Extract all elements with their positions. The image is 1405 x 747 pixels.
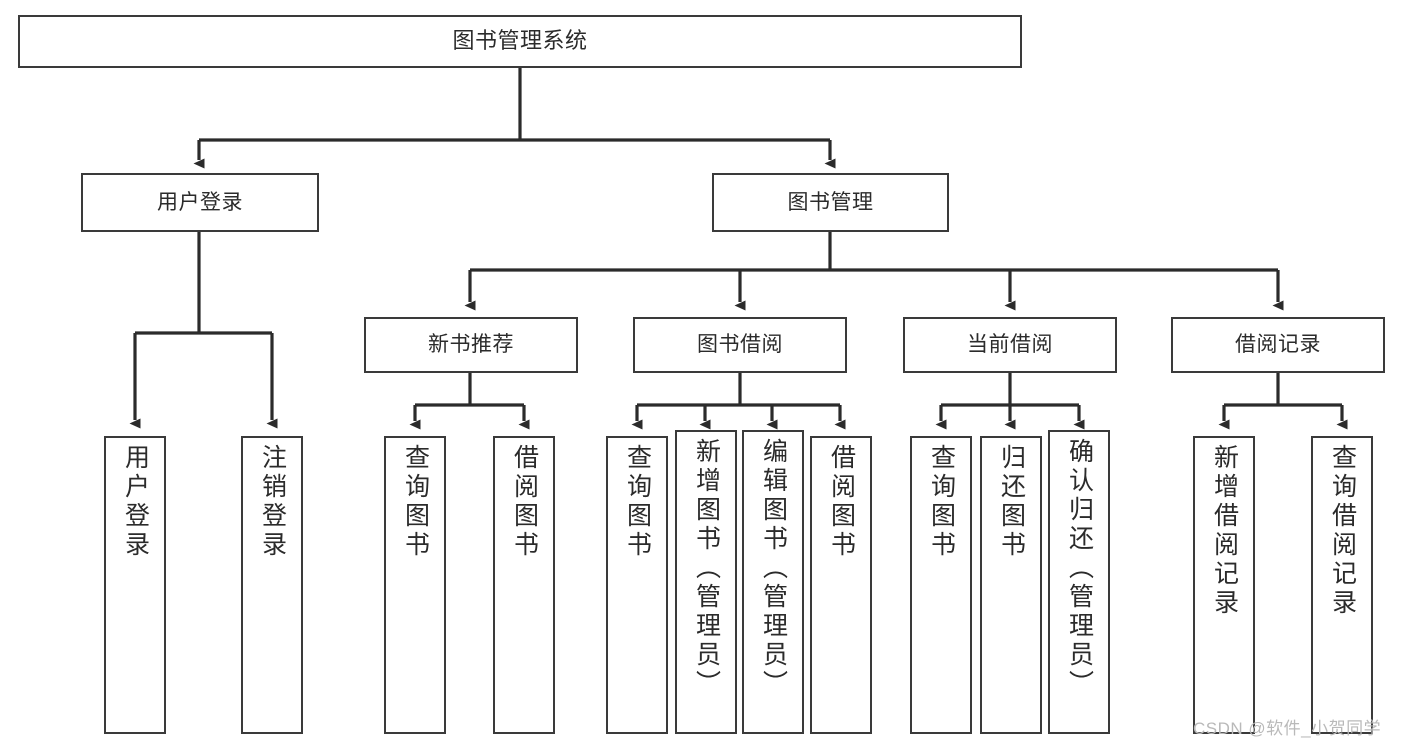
node-label: 编辑图书（管理员） (759, 438, 788, 699)
leaf-query-book-current[interactable]: 查询图书 (910, 436, 972, 734)
leaf-add-borrow-record[interactable]: 新增借阅记录 (1193, 436, 1255, 734)
leaf-user-login[interactable]: 用户登录 (104, 436, 166, 734)
node-label: 图书借阅 (697, 333, 783, 357)
node-label: 借阅记录 (1235, 333, 1321, 357)
node-label: 用户登录 (121, 444, 150, 560)
leaf-confirm-return-admin[interactable]: 确认归还（管理员） (1048, 430, 1110, 734)
node-root-book-management-system[interactable]: 图书管理系统 (18, 15, 1022, 68)
node-label: 图书管理系统 (452, 28, 588, 54)
leaf-borrow-book-borrow[interactable]: 借阅图书 (810, 436, 872, 734)
node-label: 查询图书 (623, 444, 652, 560)
node-label: 查询图书 (927, 444, 956, 560)
node-book-management[interactable]: 图书管理 (712, 173, 949, 232)
node-label: 查询图书 (401, 444, 430, 560)
node-label: 借阅图书 (510, 444, 539, 560)
node-label: 新书推荐 (428, 333, 514, 357)
leaf-add-book-admin[interactable]: 新增图书（管理员） (675, 430, 737, 734)
node-label: 归还图书 (997, 444, 1026, 560)
node-user-login[interactable]: 用户登录 (81, 173, 319, 232)
node-label: 借阅图书 (827, 444, 856, 560)
node-current-borrow[interactable]: 当前借阅 (903, 317, 1117, 373)
csdn-watermark: CSDN @软件_小贺同学 (1193, 719, 1382, 738)
leaf-query-book-borrow[interactable]: 查询图书 (606, 436, 668, 734)
node-label: 图书管理 (787, 190, 874, 214)
leaf-return-book[interactable]: 归还图书 (980, 436, 1042, 734)
node-label: 当前借阅 (967, 333, 1053, 357)
node-new-book-recommend[interactable]: 新书推荐 (364, 317, 578, 373)
node-label: 确认归还（管理员） (1065, 438, 1094, 699)
node-label: 查询借阅记录 (1328, 444, 1357, 618)
node-label: 用户登录 (157, 190, 243, 214)
node-label: 注销登录 (258, 444, 287, 560)
leaf-query-borrow-record[interactable]: 查询借阅记录 (1311, 436, 1373, 734)
leaf-borrow-book-new-recommend[interactable]: 借阅图书 (493, 436, 555, 734)
node-borrow-record[interactable]: 借阅记录 (1171, 317, 1385, 373)
leaf-query-book-new-recommend[interactable]: 查询图书 (384, 436, 446, 734)
leaf-edit-book-admin[interactable]: 编辑图书（管理员） (742, 430, 804, 734)
node-book-borrow[interactable]: 图书借阅 (633, 317, 847, 373)
node-label: 新增图书（管理员） (692, 438, 721, 699)
leaf-logout-login[interactable]: 注销登录 (241, 436, 303, 734)
node-label: 新增借阅记录 (1210, 444, 1239, 618)
